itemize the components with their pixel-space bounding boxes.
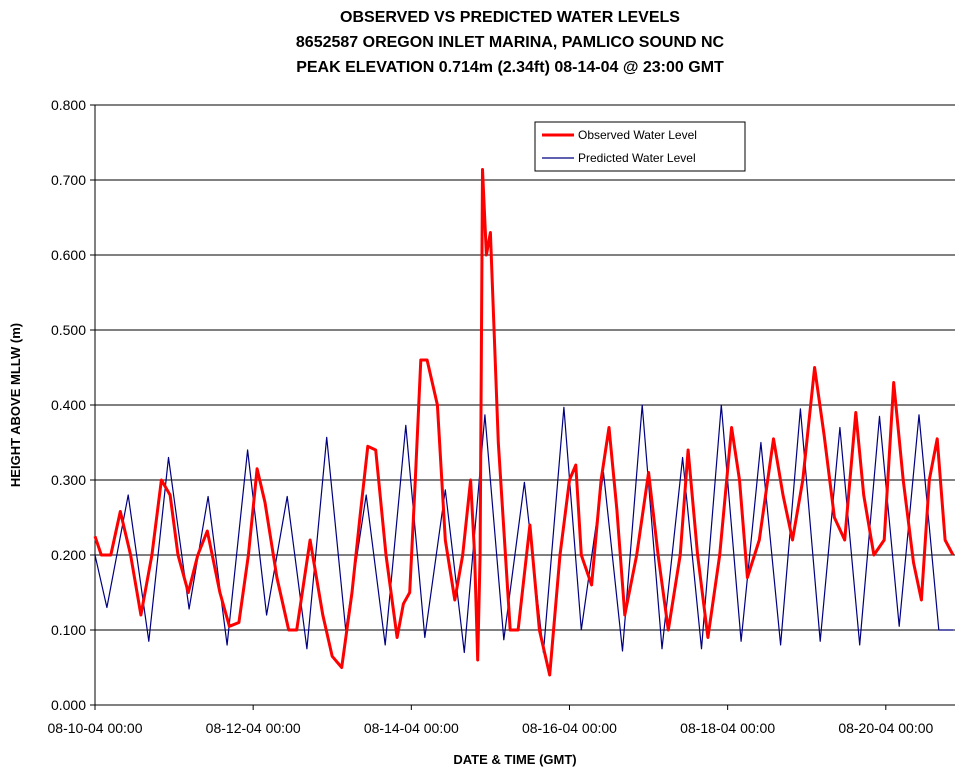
x-tick-label-3: 08-16-04 00:00 — [522, 720, 617, 736]
chart-title-line-2: 8652587 OREGON INLET MARINA, PAMLICO SOU… — [296, 34, 725, 51]
y-tick-label-1: 0.100 — [51, 622, 86, 638]
legend-label-observed: Observed Water Level — [578, 128, 697, 142]
gridlines — [95, 104, 955, 631]
y-tick-label-5: 0.500 — [51, 322, 86, 338]
x-tick-label-1: 08-12-04 00:00 — [206, 720, 301, 736]
y-tick-label-6: 0.600 — [51, 247, 86, 263]
y-tick-labels: 0.000 0.100 0.200 0.300 0.400 0.500 0.600 0.700… — [51, 97, 95, 713]
x-tick-label-5: 08-20-04 00:00 — [838, 720, 933, 736]
y-axis-title: HEIGHT ABOVE MLLW (m) — [8, 323, 23, 487]
y-tick-label-4: 0.400 — [51, 397, 86, 413]
legend-box — [534, 121, 746, 172]
series-observed-line — [93, 168, 955, 677]
y-tick-label-7: 0.700 — [51, 172, 86, 188]
y-tick-label-0: 0.000 — [51, 697, 86, 713]
y-tick-label-2: 0.200 — [51, 547, 86, 563]
x-axis-title: DATE & TIME (GMT) — [453, 752, 576, 767]
series-predicted-line — [94, 404, 953, 654]
series-lines — [93, 168, 955, 677]
x-tick-label-0: 08-10-04 00:00 — [48, 720, 143, 736]
y-tick-label-3: 0.300 — [51, 472, 86, 488]
legend-label-predicted: Predicted Water Level — [578, 151, 696, 165]
chart-title-line-3: PEAK ELEVATION 0.714m (2.34ft) 08-14-04 … — [296, 59, 724, 76]
x-tick-labels: 08-10-04 00:00 08-12-04 00:00 08-14-04 00:… — [48, 705, 933, 736]
y-tick-label-8: 0.800 — [51, 97, 86, 113]
x-tick-label-2: 08-14-04 00:00 — [364, 720, 459, 736]
chart-title-line-1: OBSERVED VS PREDICTED WATER LEVELS — [340, 9, 680, 26]
legend: Observed Water Level Predicted Water Lev… — [534, 121, 746, 172]
x-tick-label-4: 08-18-04 00:00 — [680, 720, 775, 736]
